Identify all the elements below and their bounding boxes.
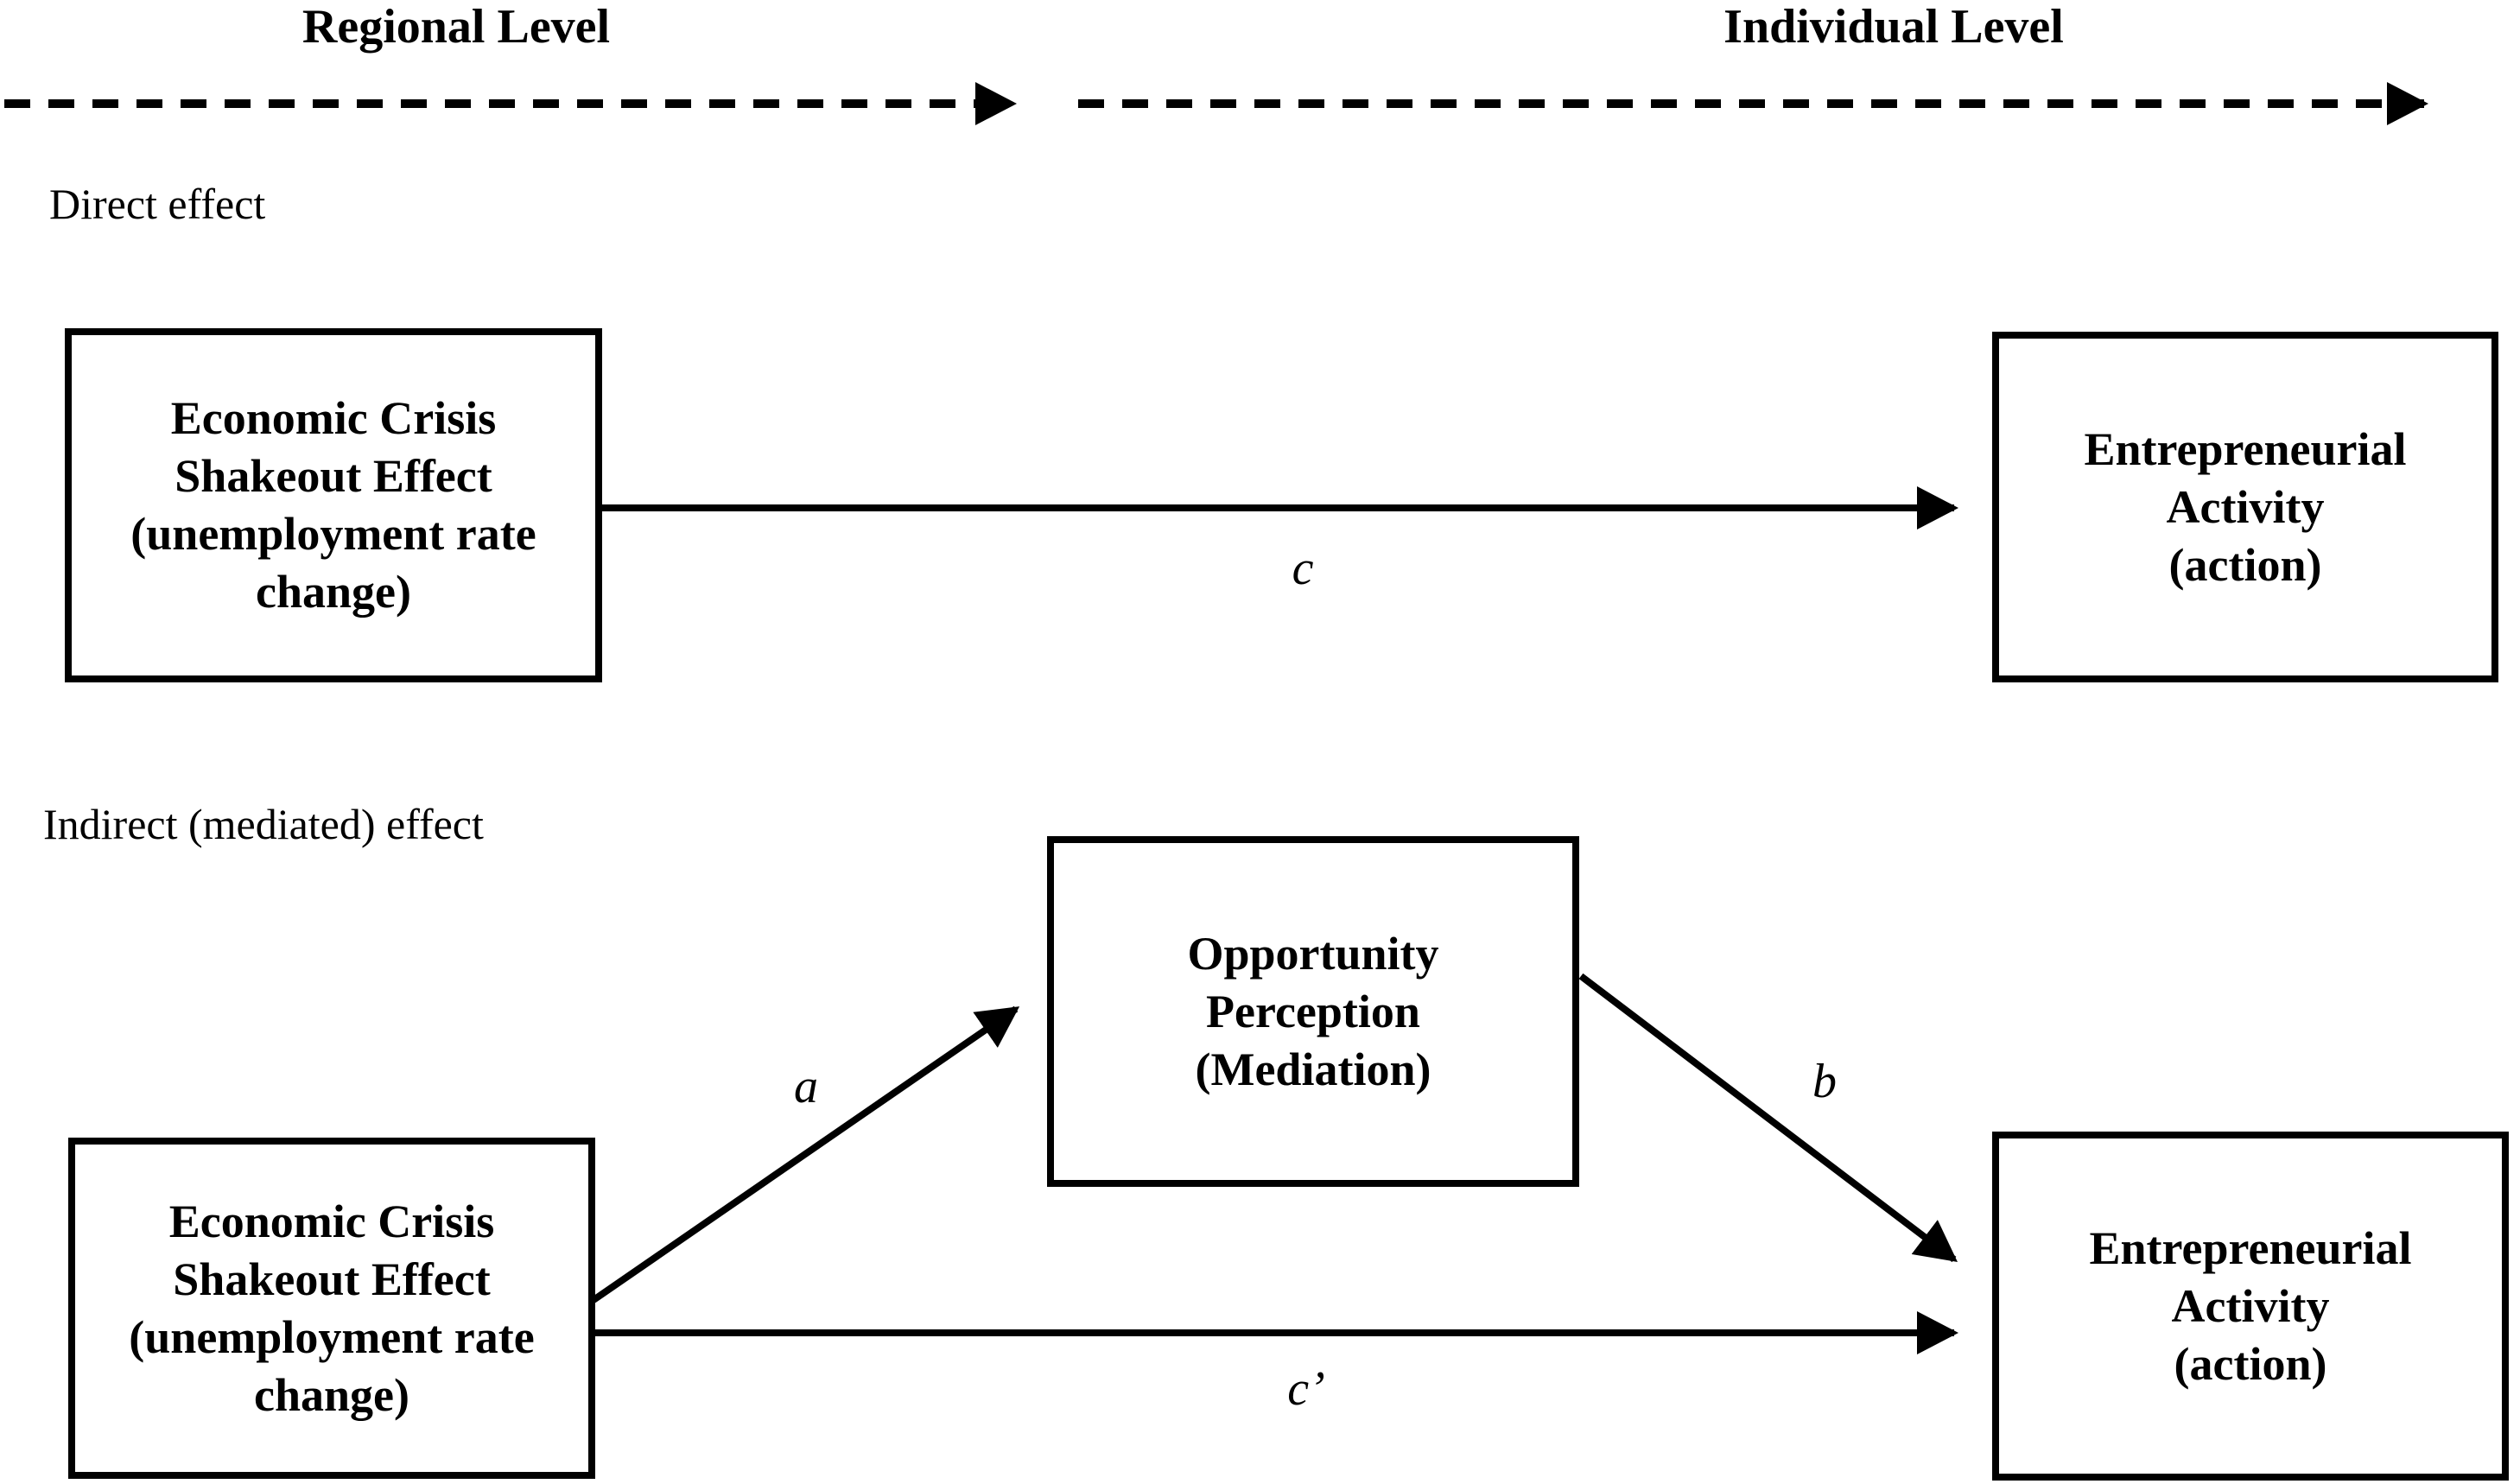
section-title-indirect-effect: Indirect (mediated) effect	[43, 800, 484, 848]
heading-individual-level: Individual Level	[1723, 0, 2064, 54]
box-economic-crisis-indirect: Economic Crisis Shakeout Effect (unemplo…	[68, 1138, 595, 1479]
label-path-c: c	[1292, 542, 1314, 595]
arrow-path-b	[1578, 973, 1958, 1263]
box-economic-crisis-indirect-label: Economic Crisis Shakeout Effect (unemplo…	[129, 1195, 535, 1421]
box-entrepreneurial-activity-indirect: Entrepreneurial Activity (action)	[1992, 1132, 2509, 1481]
box-entrepreneurial-activity-indirect-label: Entrepreneurial Activity (action)	[2089, 1221, 2412, 1390]
label-path-c-prime: c’	[1287, 1362, 1325, 1416]
label-path-b: b	[1812, 1055, 1837, 1108]
arrow-path-a	[591, 1005, 1020, 1303]
box-economic-crisis-direct: Economic Crisis Shakeout Effect (unemplo…	[65, 328, 602, 682]
heading-regional-level: Regional Level	[302, 0, 611, 54]
section-title-direct-effect: Direct effect	[49, 180, 266, 228]
box-opportunity-perception-label: Opportunity Perception (Mediation)	[1187, 927, 1439, 1095]
box-entrepreneurial-activity-direct-label: Entrepreneurial Activity (action)	[2084, 422, 2407, 591]
box-entrepreneurial-activity-direct: Entrepreneurial Activity (action)	[1992, 332, 2498, 682]
box-economic-crisis-direct-label: Economic Crisis Shakeout Effect (unemplo…	[130, 392, 536, 618]
box-opportunity-perception: Opportunity Perception (Mediation)	[1047, 836, 1579, 1187]
label-path-a: a	[794, 1060, 818, 1113]
